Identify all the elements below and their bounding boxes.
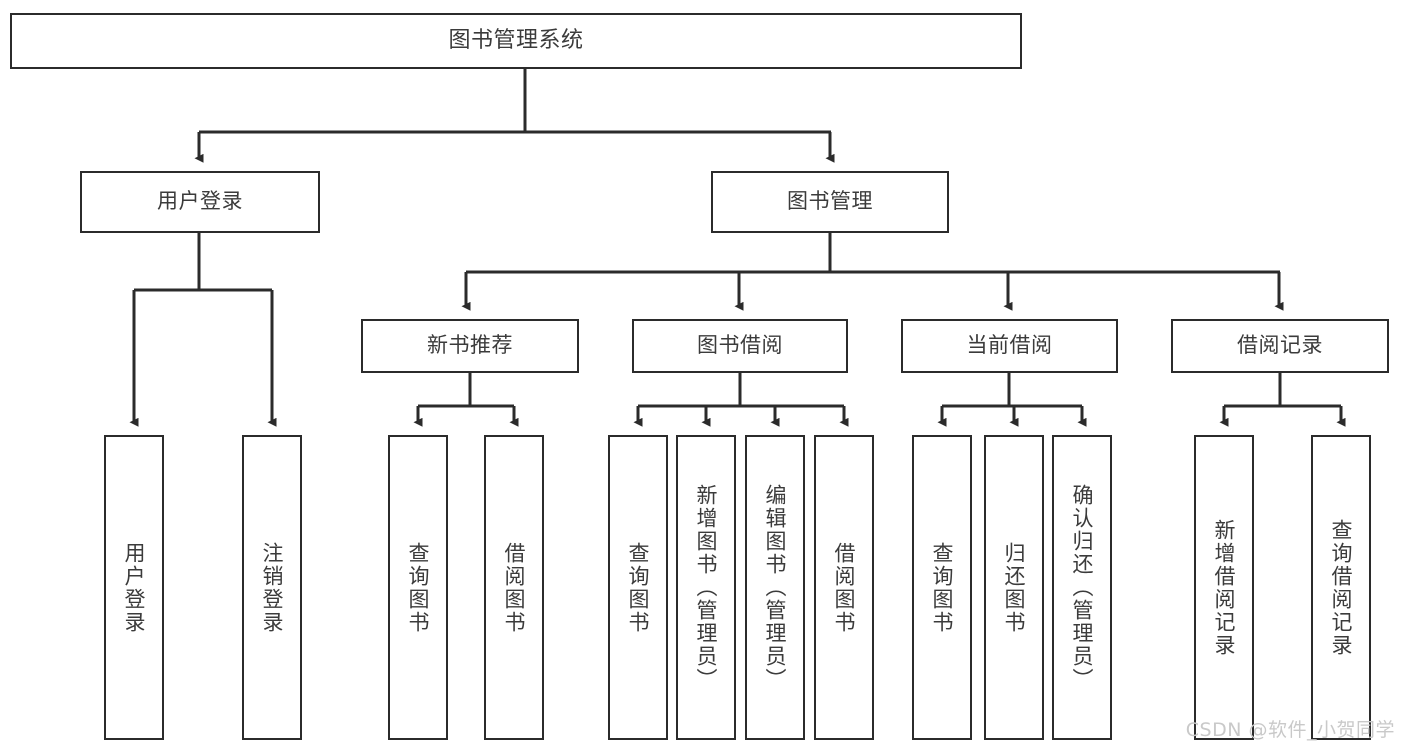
node-leaf-add-borrow-record-label: 新增借阅记录 <box>1212 518 1237 657</box>
node-book-borrow[interactable]: 图书借阅 <box>632 319 848 373</box>
node-leaf-query-book-borrow[interactable]: 查询图书 <box>608 435 668 740</box>
connector-group-root <box>194 69 835 163</box>
connector-group-book-manage <box>461 233 1284 311</box>
node-leaf-confirm-return-admin-label: 确认归还（管理员） <box>1070 484 1095 691</box>
node-leaf-add-book-admin[interactable]: 新增图书（管理员） <box>676 435 736 740</box>
node-borrow-record-label: 借阅记录 <box>1237 333 1323 358</box>
node-leaf-confirm-return-admin[interactable]: 确认归还（管理员） <box>1052 435 1112 740</box>
node-book-borrow-label: 图书借阅 <box>697 333 783 358</box>
node-leaf-user-login-label: 用户登录 <box>122 541 147 634</box>
node-leaf-return-book-label: 归还图书 <box>1002 541 1027 634</box>
node-leaf-borrow-book-rec[interactable]: 借阅图书 <box>484 435 544 740</box>
connector-group-book-borrow <box>633 373 849 427</box>
node-new-book-recommend-label: 新书推荐 <box>427 333 513 358</box>
node-leaf-edit-book-admin[interactable]: 编辑图书（管理员） <box>745 435 805 740</box>
connector-group-user-login <box>129 233 277 427</box>
node-leaf-return-book[interactable]: 归还图书 <box>984 435 1044 740</box>
node-book-manage-label: 图书管理 <box>787 189 873 214</box>
node-leaf-user-logout[interactable]: 注销登录 <box>242 435 302 740</box>
node-leaf-user-logout-label: 注销登录 <box>260 541 285 634</box>
node-current-borrow[interactable]: 当前借阅 <box>901 319 1118 373</box>
node-root-label: 图书管理系统 <box>448 27 584 53</box>
node-new-book-recommend[interactable]: 新书推荐 <box>361 319 579 373</box>
node-borrow-record[interactable]: 借阅记录 <box>1171 319 1389 373</box>
node-leaf-user-login[interactable]: 用户登录 <box>104 435 164 740</box>
node-leaf-edit-book-admin-label: 编辑图书（管理员） <box>763 484 788 691</box>
node-leaf-query-book-rec-label: 查询图书 <box>406 541 431 634</box>
node-leaf-add-borrow-record[interactable]: 新增借阅记录 <box>1194 435 1254 740</box>
node-leaf-query-borrow-record[interactable]: 查询借阅记录 <box>1311 435 1371 740</box>
node-leaf-query-book-current[interactable]: 查询图书 <box>912 435 972 740</box>
connector-group-new-book-recommend <box>413 373 519 427</box>
node-leaf-borrow-book-label: 借阅图书 <box>832 541 857 634</box>
node-leaf-query-borrow-record-label: 查询借阅记录 <box>1329 518 1354 657</box>
node-leaf-query-book-borrow-label: 查询图书 <box>626 541 651 634</box>
node-leaf-query-book-current-label: 查询图书 <box>930 541 955 634</box>
node-leaf-query-book-rec[interactable]: 查询图书 <box>388 435 448 740</box>
node-leaf-borrow-book-rec-label: 借阅图书 <box>502 541 527 634</box>
node-root[interactable]: 图书管理系统 <box>10 13 1022 69</box>
node-user-login-label: 用户登录 <box>157 189 243 214</box>
node-leaf-borrow-book[interactable]: 借阅图书 <box>814 435 874 740</box>
node-current-borrow-label: 当前借阅 <box>966 333 1053 358</box>
connector-group-current-borrow <box>937 373 1087 427</box>
connector-group-borrow-record <box>1219 373 1346 427</box>
node-leaf-add-book-admin-label: 新增图书（管理员） <box>694 484 719 691</box>
node-book-manage[interactable]: 图书管理 <box>711 171 949 233</box>
node-user-login[interactable]: 用户登录 <box>80 171 320 233</box>
